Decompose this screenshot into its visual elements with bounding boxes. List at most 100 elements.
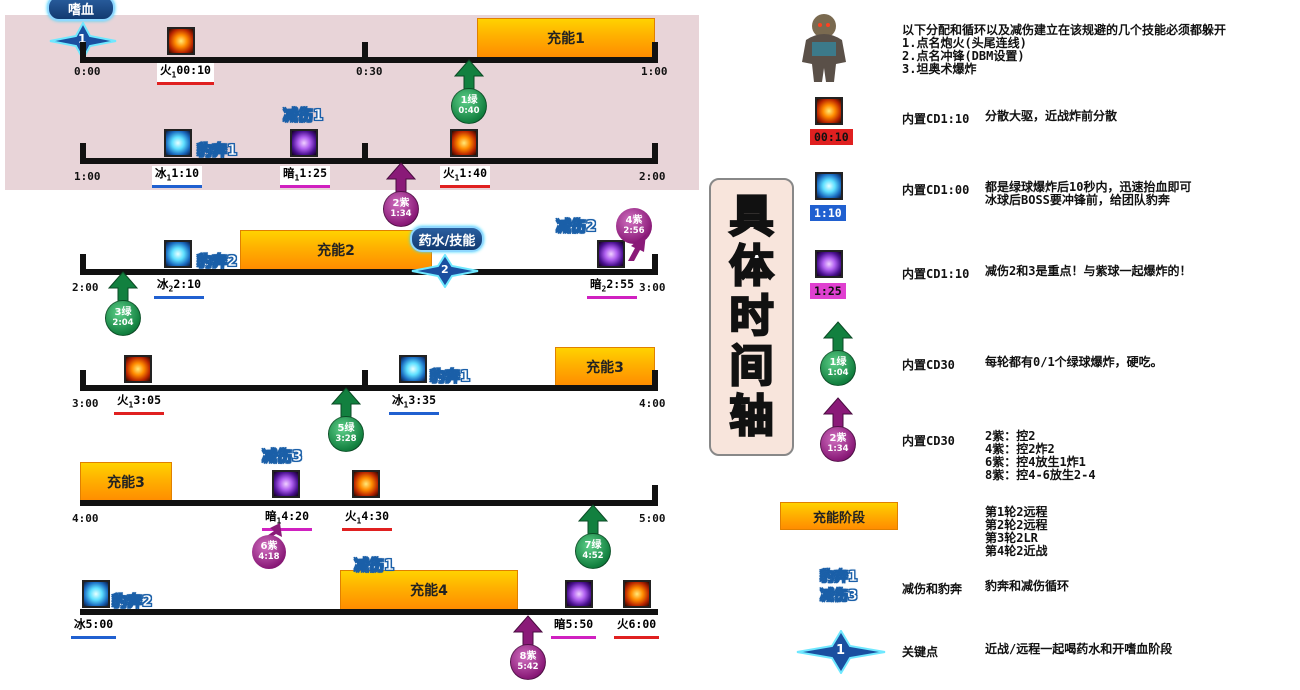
shadow-skill-icon <box>272 470 300 498</box>
ice-skill-icon <box>815 172 843 200</box>
time-label: 0:30 <box>356 65 383 78</box>
charge-phase: 充能1 <box>477 18 655 58</box>
legend-desc: 豹奔和减伤循环 <box>985 579 1070 593</box>
legend-desc: 2紫：控2 4紫：控2炸2 6紫：控4放生1炸1 8紫：控4-6放生2-4 <box>985 429 1096 482</box>
shadow-skill-icon <box>597 240 625 268</box>
keypoint-bubble-bloodlust: 嗜血 <box>47 0 115 21</box>
ice-skill-icon <box>164 240 192 268</box>
charge-phase-legend: 充能阶段 <box>780 502 898 530</box>
keypoint-number: 1 <box>78 32 87 46</box>
time-label: 4:00 <box>72 512 99 525</box>
title-char: 时 <box>728 291 775 342</box>
legend-label: 内置CD1:10 <box>902 267 970 281</box>
damage-reduction-note: 减伤1 <box>354 556 395 575</box>
dash-note: 豹奔2 <box>197 252 238 271</box>
boss-portrait <box>802 14 846 82</box>
charge-phase: 充能4 <box>340 570 518 610</box>
title-char: 间 <box>728 341 775 392</box>
damage-reduction-note: 减伤2 <box>556 217 597 236</box>
time-label: 0:00 <box>74 65 101 78</box>
dash-note: 豹奔2 <box>112 592 153 611</box>
tick <box>80 370 86 390</box>
time-label: 4:00 <box>639 397 666 410</box>
legend-tag: 00:10 <box>810 129 853 145</box>
boss-note: 以下分配和循环以及减伤建立在该规避的几个技能必须都躲开 1.点名炮火(头尾连线)… <box>902 23 1227 76</box>
tick <box>652 143 658 163</box>
time-label: 1:00 <box>74 170 101 183</box>
skill-time-tag: 冰22:10 <box>154 277 205 300</box>
vertical-title: 具 体 时 间 轴 <box>709 178 794 456</box>
fire-skill-icon <box>124 355 152 383</box>
star-icon <box>796 630 886 674</box>
damage-reduction-note: 减伤1 <box>283 106 324 125</box>
keypoint-number: 1 <box>836 643 846 658</box>
timeline-bar <box>80 269 658 275</box>
shadow-skill-icon <box>565 580 593 608</box>
tick <box>80 42 86 62</box>
time-label: 1:00 <box>641 65 668 78</box>
timeline-bar <box>80 609 658 615</box>
skill-time-tag: 火14:30 <box>342 509 393 532</box>
skill-time-tag: 火6:00 <box>614 617 660 640</box>
time-label: 5:00 <box>639 512 666 525</box>
charge-phase: 充能2 <box>240 230 432 270</box>
star-icon <box>411 254 479 288</box>
fire-skill-icon <box>815 97 843 125</box>
timeline-bar <box>80 57 658 63</box>
ice-skill-icon <box>164 129 192 157</box>
legend-tag: 1:25 <box>810 283 846 299</box>
time-label: 2:00 <box>72 281 99 294</box>
fire-skill-icon <box>623 580 651 608</box>
skill-time-tag: 暗14:20 <box>262 509 313 532</box>
timeline-bar <box>80 158 658 164</box>
charge-phase: 充能3 <box>80 462 172 502</box>
damage-reduction-note: 减伤3 <box>262 447 303 466</box>
skill-time-tag: 暗11:25 <box>280 166 331 189</box>
tick <box>652 485 658 505</box>
tick <box>362 143 368 163</box>
dash-note: 豹奔1 <box>430 367 471 386</box>
skill-time-tag: 冰5:00 <box>71 617 117 640</box>
legend-desc: 减伤2和3是重点！与紫球一起爆炸的！ <box>985 264 1192 278</box>
skill-time-tag: 暗5:50 <box>551 617 597 640</box>
tick <box>652 370 658 390</box>
title-char: 具 <box>728 191 775 242</box>
charge-phase: 充能3 <box>555 347 655 387</box>
legend-label: 内置CD30 <box>902 434 955 448</box>
skill-time-tag: 暗22:55 <box>587 277 638 300</box>
legend-label: 内置CD1:10 <box>902 112 970 126</box>
dash-note: 豹奔1 <box>820 569 858 586</box>
skill-time-tag: 火11:40 <box>440 166 491 189</box>
legend-label: 内置CD30 <box>902 358 955 372</box>
time-label: 3:00 <box>72 397 99 410</box>
keypoint-number: 2 <box>441 263 449 276</box>
legend-label: 内置CD1:00 <box>902 183 970 197</box>
tick <box>652 42 658 62</box>
tick <box>362 370 368 390</box>
time-label: 2:00 <box>639 170 666 183</box>
tick <box>80 254 86 274</box>
legend-desc: 近战/远程一起喝药水和开嗜血阶段 <box>985 642 1173 656</box>
timeline-bar <box>80 500 658 506</box>
legend-desc: 都是绿球爆炸后10秒内，迅速抬血即可 冰球后BOSS要冲锋前，给团队豹奔 <box>985 180 1192 207</box>
tick <box>652 254 658 274</box>
shadow-skill-icon <box>815 250 843 278</box>
shadow-skill-icon <box>290 129 318 157</box>
dash-note: 豹奔1 <box>197 141 238 160</box>
fire-skill-icon <box>352 470 380 498</box>
skill-time-tag: 冰13:35 <box>389 393 440 416</box>
tick <box>80 143 86 163</box>
skill-time-tag: 冰11:10 <box>152 166 203 189</box>
title-char: 体 <box>728 241 775 292</box>
legend-label: 关键点 <box>902 645 939 659</box>
timeline-bar <box>80 385 658 391</box>
